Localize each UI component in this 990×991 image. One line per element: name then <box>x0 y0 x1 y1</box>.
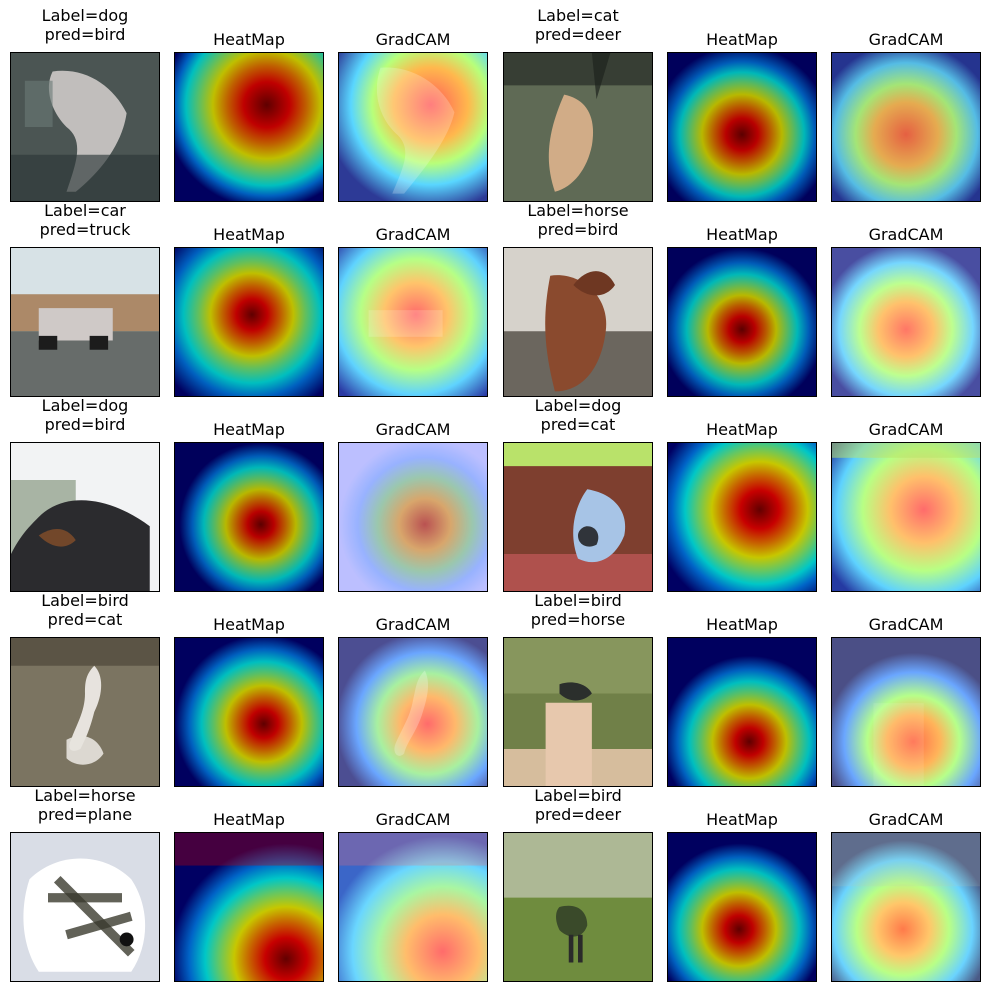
panel-title: Label=horse pred=bird <box>527 201 629 239</box>
panel-title: HeatMap <box>706 420 778 439</box>
input-image-canvas <box>11 833 159 981</box>
input-image <box>503 52 653 202</box>
panel-title: GradCAM <box>375 420 451 439</box>
input-image <box>503 442 653 592</box>
heatmap <box>667 637 817 787</box>
panel-title: Label=horse pred=plane <box>34 786 136 824</box>
panel-title: Label=bird pred=horse <box>530 591 626 629</box>
heatmap <box>667 52 817 202</box>
panel-title: GradCAM <box>868 30 944 49</box>
gradcam-overlay <box>338 247 488 397</box>
panel-title: Label=dog pred=cat <box>534 396 622 434</box>
panel-title: GradCAM <box>375 225 451 244</box>
gradcam-overlay <box>338 637 488 787</box>
heatmap-canvas <box>175 443 323 591</box>
heatmap-canvas <box>668 248 816 396</box>
input-image-canvas <box>11 248 159 396</box>
heatmap <box>174 52 324 202</box>
panel-title: GradCAM <box>868 225 944 244</box>
input-image <box>10 832 160 982</box>
panel-title: Label=dog pred=bird <box>41 6 129 44</box>
heatmap-canvas <box>175 638 323 786</box>
input-image-canvas <box>11 443 159 591</box>
heatmap <box>174 247 324 397</box>
panel-title: GradCAM <box>375 30 451 49</box>
heatmap-canvas <box>668 443 816 591</box>
heatmap-canvas <box>668 833 816 981</box>
input-image-canvas <box>11 638 159 786</box>
panel-title: HeatMap <box>706 30 778 49</box>
panel-title: Label=car pred=truck <box>39 201 131 239</box>
input-image-canvas <box>504 638 652 786</box>
input-image <box>503 832 653 982</box>
panel-title: HeatMap <box>213 810 285 829</box>
heatmap-canvas <box>668 638 816 786</box>
gradcam-canvas <box>832 833 980 981</box>
gradcam-overlay <box>831 247 981 397</box>
gradcam-canvas <box>339 248 487 396</box>
panel-title: HeatMap <box>706 615 778 634</box>
heatmap-canvas <box>175 248 323 396</box>
panel-title: HeatMap <box>213 420 285 439</box>
heatmap-canvas <box>668 53 816 201</box>
input-image-canvas <box>504 443 652 591</box>
input-image-canvas <box>504 53 652 201</box>
panel-title: GradCAM <box>375 810 451 829</box>
input-image <box>10 637 160 787</box>
input-image-canvas <box>11 53 159 201</box>
gradcam-canvas <box>832 443 980 591</box>
panel-title: HeatMap <box>213 225 285 244</box>
input-image-canvas <box>504 833 652 981</box>
panel-title: HeatMap <box>706 810 778 829</box>
gradcam-overlay <box>831 637 981 787</box>
heatmap <box>174 442 324 592</box>
panel-title: GradCAM <box>868 810 944 829</box>
gradcam-canvas <box>832 638 980 786</box>
gradcam-canvas <box>832 248 980 396</box>
heatmap-canvas <box>175 53 323 201</box>
heatmap <box>174 832 324 982</box>
panel-title: Label=cat pred=deer <box>534 6 622 44</box>
gradcam-canvas <box>339 53 487 201</box>
gradcam-overlay <box>831 442 981 592</box>
gradcam-overlay <box>831 52 981 202</box>
input-image <box>10 52 160 202</box>
panel-title: Label=bird pred=deer <box>534 786 622 824</box>
input-image <box>10 247 160 397</box>
heatmap-canvas <box>175 833 323 981</box>
panel-title: HeatMap <box>706 225 778 244</box>
input-image-canvas <box>504 248 652 396</box>
panel-title: GradCAM <box>868 615 944 634</box>
gradcam-overlay <box>338 442 488 592</box>
panel-title: GradCAM <box>868 420 944 439</box>
gradcam-canvas <box>339 443 487 591</box>
gradcam-overlay <box>338 52 488 202</box>
gradcam-canvas <box>339 638 487 786</box>
panel-title: Label=bird pred=cat <box>41 591 129 629</box>
input-image <box>503 247 653 397</box>
heatmap <box>667 442 817 592</box>
gradcam-canvas <box>832 53 980 201</box>
input-image <box>503 637 653 787</box>
input-image <box>10 442 160 592</box>
panel-title: HeatMap <box>213 30 285 49</box>
panel-title: GradCAM <box>375 615 451 634</box>
panel-title: Label=dog pred=bird <box>41 396 129 434</box>
heatmap <box>667 247 817 397</box>
gradcam-canvas <box>339 833 487 981</box>
heatmap <box>667 832 817 982</box>
gradcam-overlay <box>338 832 488 982</box>
heatmap <box>174 637 324 787</box>
gradcam-overlay <box>831 832 981 982</box>
panel-title: HeatMap <box>213 615 285 634</box>
